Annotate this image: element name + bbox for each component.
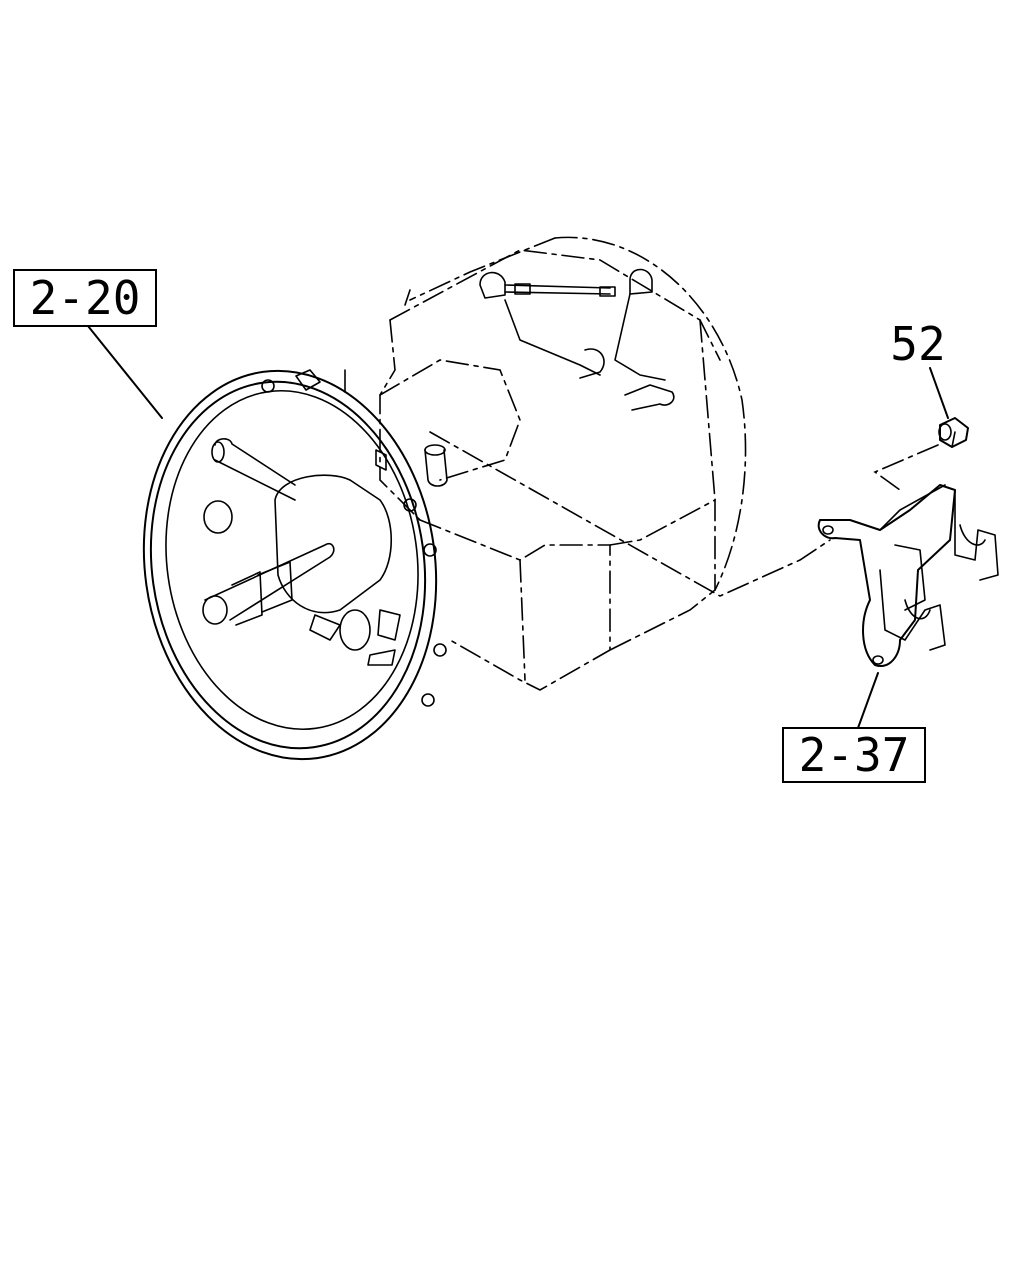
assembly-leader-line: [429, 431, 831, 597]
callout-2-20: 2-20: [13, 269, 163, 419]
hex-nut: [938, 417, 969, 448]
nut-leader-line: [873, 444, 939, 491]
callout-52-leader: [929, 367, 949, 419]
callout-52-label: 52: [890, 317, 945, 371]
input-shaft-assembly: [202, 438, 401, 666]
callout-2-37-label: 2-37: [799, 728, 910, 782]
bracket-part: [817, 484, 999, 667]
callout-52: 52: [890, 317, 949, 419]
bell-housing-flange: [142, 369, 447, 761]
shift-linkage: [479, 268, 675, 411]
callout-2-37-leader: [857, 672, 879, 729]
callout-2-20-label: 2-20: [30, 271, 141, 325]
transmission-housing: [344, 236, 747, 691]
housing-bolts: [295, 369, 448, 487]
callout-2-20-leader: [87, 325, 163, 419]
callout-2-37: 2-37: [782, 672, 926, 783]
